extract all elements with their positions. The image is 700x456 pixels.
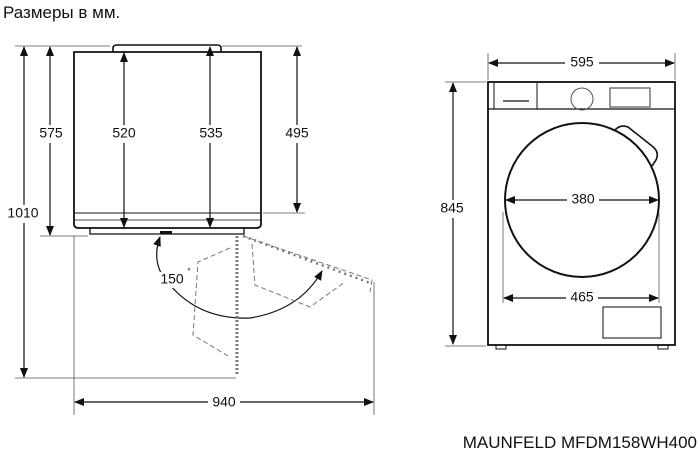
dim-380-label: 380 [571,191,595,207]
display [609,87,651,108]
program-knob [570,87,594,111]
service-hatch [602,306,662,339]
dim-1010-label: 1010 [7,205,38,221]
top-lid [112,44,222,52]
side-view-labels: 1010 575 520 535 495 150 ° 940 [4,125,313,410]
foot-left [495,344,507,350]
dim-595-label: 595 [570,54,594,70]
front-view [445,53,676,350]
door-angle-arc [153,236,323,319]
dim-520-label: 520 [112,125,136,141]
dim-940-label: 940 [212,394,236,410]
dim-495-label: 495 [285,125,309,141]
front-view-labels: 595 845 380 465 [436,54,599,306]
door-handle [613,125,659,167]
dim-465-label: 465 [570,289,594,305]
dimensions-title: Размеры в мм. [3,3,121,22]
dim-535-label: 535 [199,125,223,141]
model-name: MAUNFELD MFDM158WH400 [462,433,697,452]
open-door-outline [192,234,373,374]
side-view [15,44,375,415]
front-body [487,81,676,346]
degree-symbol: ° [187,266,191,276]
dim-845-label: 845 [440,200,464,216]
dim-150-label: 150 [160,271,184,287]
side-body [73,51,262,229]
foot-right [657,344,669,350]
dim-575-label: 575 [39,125,63,141]
